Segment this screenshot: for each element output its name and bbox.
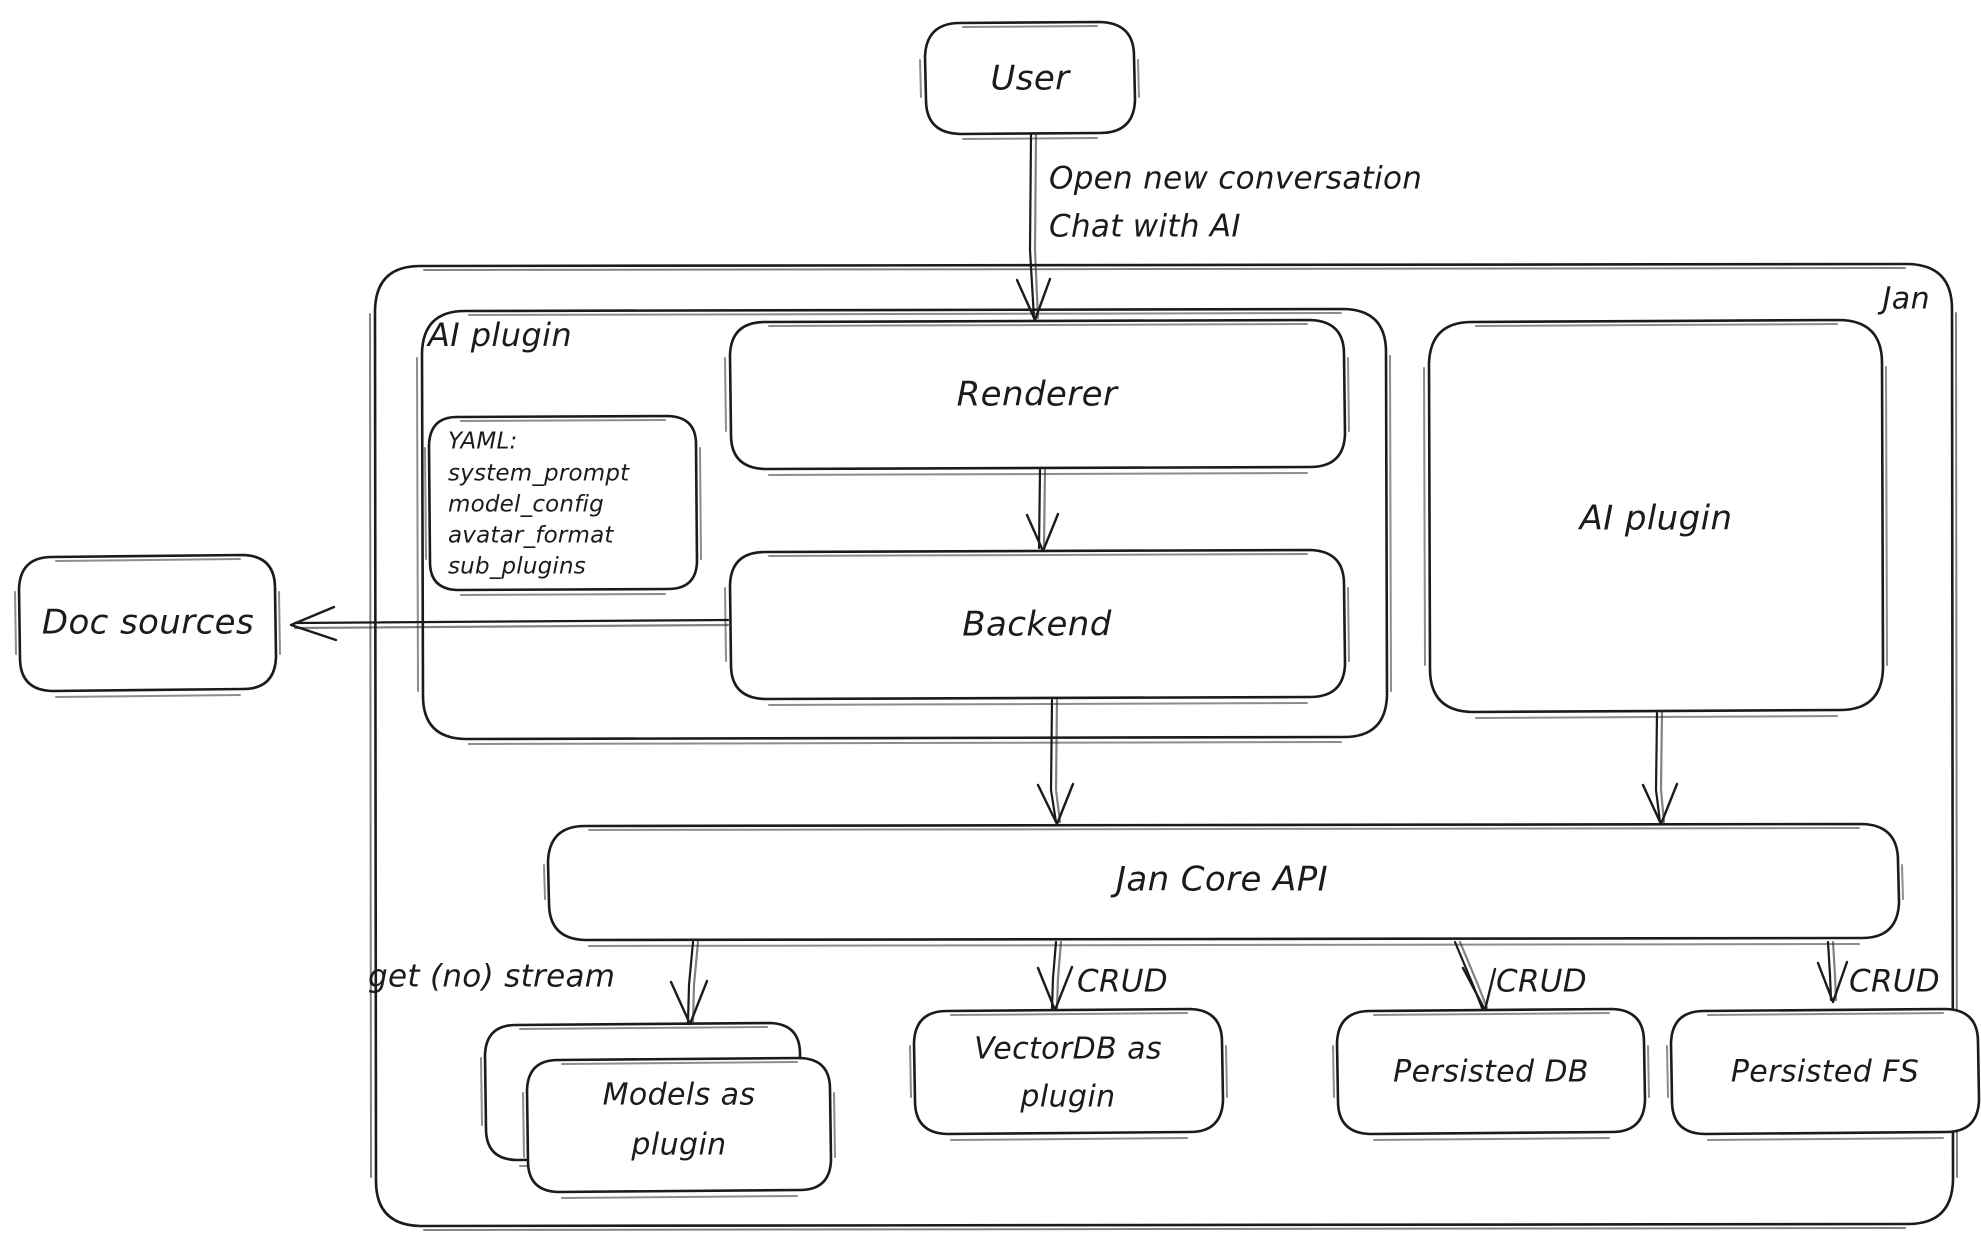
node-doc-sources[interactable]: Doc sources: [14, 553, 281, 698]
edge-user-to-renderer: Open new conversation Chat with AI: [1015, 133, 1422, 322]
node-ai-plugin[interactable]: AI plugin: [1423, 318, 1888, 719]
node-vectordb-plugin[interactable]: VectorDB as plugin: [909, 1007, 1228, 1141]
node-vectordb-plugin-label-line1: VectorDB as: [974, 1032, 1162, 1067]
edge-renderer-to-backend: [1025, 468, 1060, 553]
node-jan-core-api-label: Jan Core API: [1110, 860, 1328, 900]
node-persisted-fs[interactable]: Persisted FS: [1666, 1007, 1981, 1141]
edge-jan-core-api-to-models: get (no) stream: [368, 940, 709, 1026]
node-models-plugin-label-line1: Models as: [603, 1078, 756, 1113]
yaml-note-item-2: avatar_format: [448, 523, 614, 549]
node-doc-sources-label: Doc sources: [42, 603, 254, 643]
edge-label-user-to-renderer-line1: Open new conversation: [1049, 161, 1422, 197]
edge-label-user-to-renderer-line2: Chat with AI: [1049, 209, 1241, 245]
node-renderer-label: Renderer: [957, 375, 1119, 415]
node-user-label: User: [990, 59, 1071, 99]
edge-ai-plugin-to-jan-core-api: [1641, 711, 1679, 826]
edge-label-core-to-models: get (no) stream: [368, 959, 615, 995]
node-models-plugin[interactable]: Models as plugin: [480, 1021, 836, 1199]
edge-label-core-to-persisted-db: CRUD: [1496, 964, 1587, 1000]
yaml-note-item-1: model_config: [448, 492, 604, 518]
node-yaml-note: YAML: system_prompt model_config avatar_…: [424, 414, 702, 596]
container-jan-label: Jan: [1878, 282, 1930, 317]
node-jan-core-api[interactable]: Jan Core API: [543, 822, 1904, 947]
container-ai-plugin-group-label: AI plugin: [426, 316, 572, 354]
node-persisted-db[interactable]: Persisted DB: [1332, 1007, 1650, 1141]
node-backend-label: Backend: [962, 605, 1111, 645]
node-renderer[interactable]: Renderer: [724, 318, 1350, 476]
edge-jan-core-api-to-persisted-fs: CRUD: [1816, 940, 1940, 1004]
edge-jan-core-api-to-vectordb: CRUD: [1036, 940, 1168, 1012]
node-ai-plugin-label: AI plugin: [1578, 499, 1733, 539]
node-user[interactable]: User: [919, 20, 1140, 140]
node-vectordb-plugin-label-line2: plugin: [1019, 1080, 1115, 1115]
edge-backend-to-doc-sources: [289, 605, 730, 642]
node-backend[interactable]: Backend: [724, 548, 1350, 706]
yaml-note-title: YAML:: [448, 429, 517, 455]
yaml-note-item-0: system_prompt: [448, 461, 630, 487]
node-persisted-db-label: Persisted DB: [1393, 1055, 1589, 1090]
node-persisted-fs-label: Persisted FS: [1731, 1055, 1919, 1090]
edge-label-core-to-vectordb: CRUD: [1077, 964, 1168, 1000]
edge-label-core-to-persisted-fs: CRUD: [1849, 964, 1940, 1000]
edge-jan-core-api-to-persisted-db: CRUD: [1453, 940, 1587, 1012]
edge-backend-to-jan-core-api: [1036, 698, 1075, 826]
yaml-note-item-3: sub_plugins: [448, 554, 586, 580]
node-models-plugin-label-line2: plugin: [630, 1128, 726, 1163]
